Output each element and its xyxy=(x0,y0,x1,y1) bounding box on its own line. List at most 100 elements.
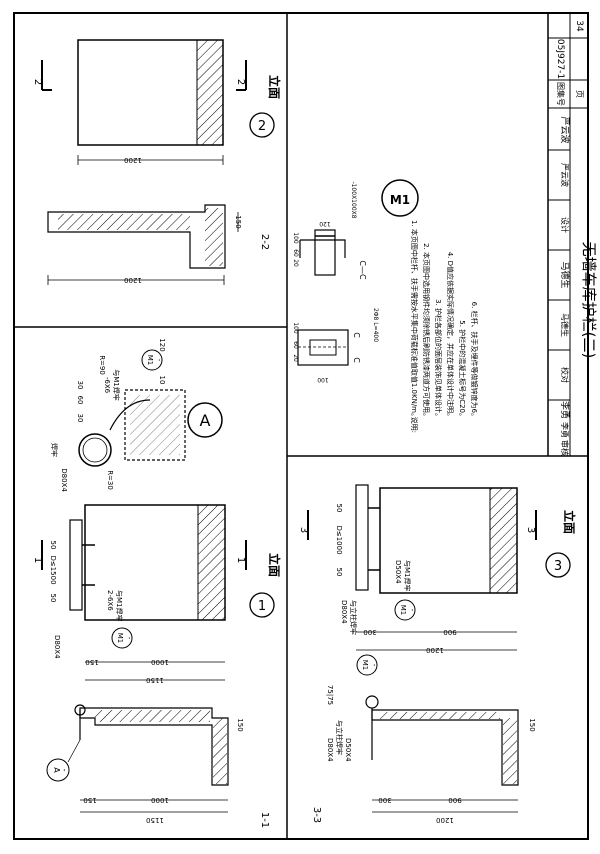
m1-label: M1 xyxy=(361,660,369,671)
note-item: 6. 栏杆、扶手及埋件等做镀锌度为6。 xyxy=(470,302,479,420)
dim-label: 10 xyxy=(158,376,166,385)
review-label: 审核 xyxy=(560,440,570,456)
dim-label: 20 xyxy=(292,354,299,362)
callout-sheet: - xyxy=(60,769,69,772)
design-label: 设计 xyxy=(560,217,570,233)
dim-label: D≤1000 xyxy=(335,525,343,554)
dim-label: 120 xyxy=(158,338,166,351)
post-label: D50X4 xyxy=(344,738,352,762)
dim-label: 60 xyxy=(292,341,299,349)
handrail-pipe xyxy=(69,519,83,611)
weld-label: 2-6X6 xyxy=(106,590,114,611)
pipe-label: 与立柱焊牢 xyxy=(349,600,358,635)
note-item: 5. 护栏中的混凝土标号为C20。 xyxy=(458,320,467,420)
plate-label: -6X6 xyxy=(103,377,111,394)
dim-label: 150 xyxy=(528,718,536,731)
review-name: 李勇 xyxy=(560,422,570,438)
dim-label: 30 xyxy=(76,381,84,390)
design-name: 严云波 xyxy=(560,163,570,187)
post-label: 与M1焊牢 xyxy=(403,560,412,592)
dim-label: 150 xyxy=(236,718,244,731)
dim-label: 30 xyxy=(76,414,84,423)
section-mark: 1 xyxy=(235,557,246,563)
detail-a: R=90 R=30 30 60 30 焊牢 D80X4 -6X6 与M1焊牢 1… xyxy=(50,338,223,492)
dim-label: 300 xyxy=(378,796,391,804)
dim-label: 1200 xyxy=(124,276,142,284)
dim-label: 300 xyxy=(363,628,376,636)
note-item: 1. 本页图中栏杆、扶手需按水平集中荷载标准值取值1.0KN/m。 xyxy=(410,220,419,420)
dim-label: 1150 xyxy=(146,816,164,824)
view-3-3-section: M1 - 75|75 D80X4 与立柱焊牢 D50X4 300 900 120… xyxy=(311,654,536,824)
dim-label: 1200 xyxy=(426,646,444,654)
m1-marker xyxy=(394,599,416,621)
section-mark: 3 xyxy=(298,527,309,533)
dim-label: 50 xyxy=(49,541,57,550)
dim-label: 50 xyxy=(335,504,343,513)
check-name: 马德生 xyxy=(560,313,570,337)
sheet-border xyxy=(13,12,589,840)
m1-sheet: - xyxy=(408,609,416,612)
title-block: 无墙车库护栏(二) 34 页 05J927-1 图集号 严云波 严云波 设计 马… xyxy=(547,13,598,456)
view-1-1-section: A - 150 1000 1150 150 2-2 1-1 xyxy=(46,704,270,828)
dim-label: D≤1500 xyxy=(49,555,57,584)
page-number: 34 xyxy=(574,20,584,32)
r30-label: R=30 xyxy=(106,470,114,490)
section-mark: 2 xyxy=(235,79,246,85)
detail-label: M1 xyxy=(390,193,410,207)
page-label: 页 xyxy=(575,90,584,98)
dim-label: 60 xyxy=(76,396,84,405)
atlas-number: 05J927-1 xyxy=(555,39,565,79)
detail-letter: A xyxy=(200,411,211,430)
dim-label: 1000 xyxy=(151,658,169,666)
dim-label: 60 xyxy=(292,249,299,257)
view-title: 立面 xyxy=(267,553,282,577)
view-2-elevation: 1200 2 2 立面 2 xyxy=(32,39,282,165)
dim-label: 50 xyxy=(49,594,57,603)
dim-label: 150 xyxy=(83,796,96,804)
dim-label: 20 xyxy=(292,259,299,267)
view-number: 1 xyxy=(258,599,266,614)
plate-label: 与M1焊牢 xyxy=(112,369,121,401)
dim-label: 1200 xyxy=(124,156,142,164)
section-label: 2-2 xyxy=(259,234,270,250)
view-number-circle xyxy=(249,592,275,618)
pipe-label: D80X4 xyxy=(340,600,348,624)
section-label: C—C xyxy=(358,260,367,280)
view-number-circle xyxy=(545,552,571,578)
drawing-title: 无墙车库护栏(二) xyxy=(580,242,598,359)
notes-heading: 说明: xyxy=(410,417,419,433)
atlas-label: 图集号 xyxy=(556,82,566,106)
view-title: 立面 xyxy=(267,75,282,99)
view-number-circle xyxy=(249,112,275,138)
note-item: 3. 护栏各部位的面层装饰见单体设计。 xyxy=(434,299,443,420)
dim-label: 75|75 xyxy=(326,685,334,705)
pipe-label: D80X4 xyxy=(326,738,334,762)
detail-circle xyxy=(381,179,419,217)
dim-label: 900 xyxy=(448,796,461,804)
pipe-label: 与立柱焊牢 xyxy=(335,720,344,755)
detail-m1: 100 60 20 100 C C 2Φ8 L=400 100 60 20 12… xyxy=(292,179,419,383)
weld-label: 与M1焊牢 xyxy=(115,590,124,622)
design-sign: 严云波 xyxy=(559,116,571,143)
dim-label: 50 xyxy=(335,568,343,577)
m1-marker xyxy=(356,654,378,676)
pipe-label: D80X4 xyxy=(53,635,61,659)
dim-label: 1000 xyxy=(151,796,169,804)
dim-label: 900 xyxy=(443,628,456,636)
section-mark: 3 xyxy=(525,527,536,533)
view-2-section: 1200 150 2-2 xyxy=(47,204,270,285)
dim-label: 1200 xyxy=(436,816,454,824)
rod-label: 2Φ8 L=400 xyxy=(372,308,379,342)
view-title: 立面 xyxy=(562,510,577,534)
m1-sheet: - xyxy=(370,664,378,667)
dim-label: 100 xyxy=(317,376,329,383)
section-label: 1-1 xyxy=(259,812,270,828)
view-number: 3 xyxy=(554,559,562,574)
weld-label: 焊牢 xyxy=(50,443,59,457)
callout-circle xyxy=(46,758,70,782)
view-number: 2 xyxy=(258,119,266,134)
r90-label: R=90 xyxy=(98,355,106,375)
callout-letter: A xyxy=(52,767,61,773)
note-item: 2. 本页图中选用钢件均须除锈后刷防锈漆两道方可使用。 xyxy=(422,243,431,420)
